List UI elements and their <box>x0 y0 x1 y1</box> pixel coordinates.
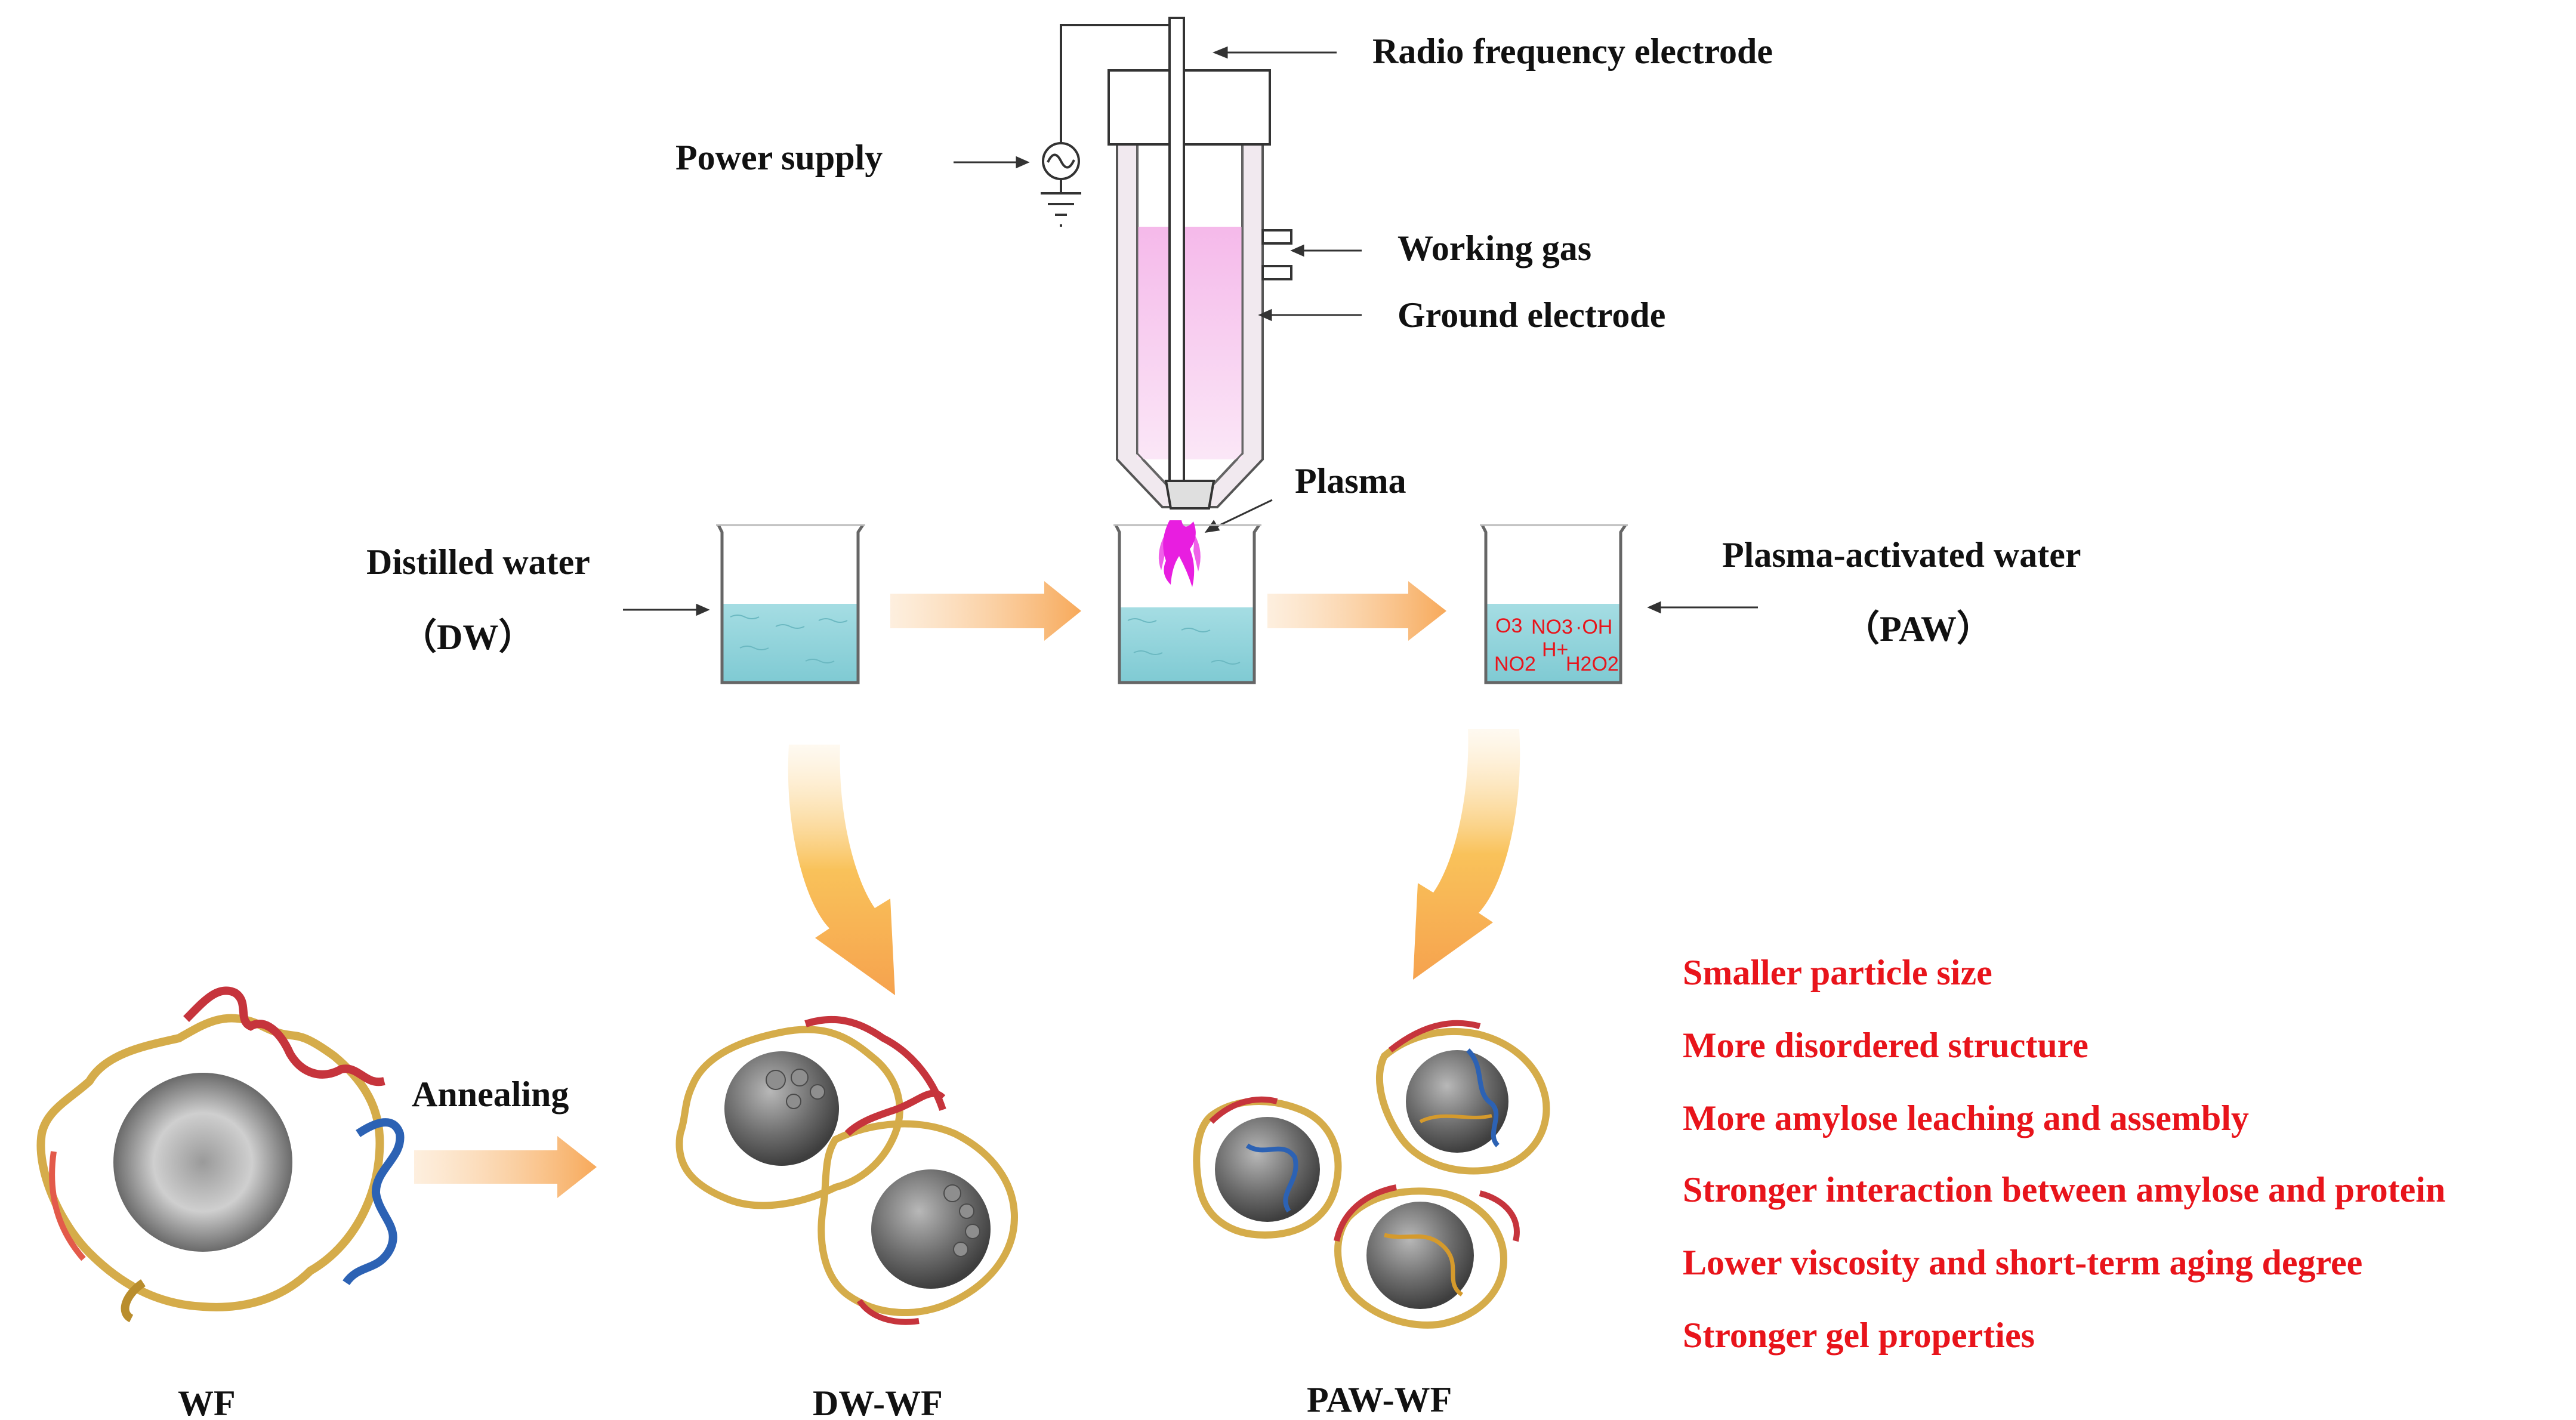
apparatus-labels: Radio frequency electrode Power supply W… <box>675 32 1773 501</box>
gas-inlet <box>1261 229 1292 280</box>
result-item: Lower viscosity and short-term aging deg… <box>1683 1243 2362 1282</box>
starch-granule <box>113 1073 292 1252</box>
species-no2: NO2 <box>1494 653 1536 675</box>
power-supply-label: Power supply <box>675 138 883 177</box>
arrow-dw-to-plasma <box>890 581 1081 641</box>
starch-granule <box>871 1169 991 1289</box>
nozzle <box>1164 480 1215 510</box>
distilled-water-label: Distilled water <box>366 542 590 582</box>
result-item: Smaller particle size <box>1683 953 1992 992</box>
ground-electrode-label: Ground electrode <box>1397 295 1665 335</box>
beaker-distilled-water <box>716 524 865 684</box>
paw-wf-particles <box>1193 1020 1550 1329</box>
wf-particle <box>36 986 405 1323</box>
rf-electrode-rod <box>1168 17 1185 484</box>
process-arrows <box>414 581 1520 1198</box>
dw-abbr-label: （DW） <box>401 617 534 657</box>
sample-labels: Annealing WF DW-WF PAW-WF <box>178 1075 1452 1420</box>
beaker-paw: O3 NO3 ·OH H+ NO2 H2O2 <box>1480 524 1628 684</box>
arrow-paw-down <box>1413 729 1520 980</box>
annealing-label: Annealing <box>412 1075 569 1114</box>
rf-electrode-label: Radio frequency electrode <box>1372 32 1773 71</box>
result-item: More disordered structure <box>1683 1026 2088 1065</box>
species-h2o2: H2O2 <box>1566 653 1619 675</box>
dw-wf-particles <box>675 1015 1019 1325</box>
arrow-plasma-to-paw <box>1267 581 1446 641</box>
species-no3: NO3 <box>1531 616 1573 638</box>
plasma-label: Plasma <box>1295 461 1406 501</box>
pointer-lines <box>623 46 1758 616</box>
plasma-plume <box>1158 520 1201 587</box>
species-o3: O3 <box>1495 615 1522 637</box>
plasma-jet-apparatus <box>1041 17 1292 510</box>
paw-wf-label: PAW-WF <box>1307 1380 1452 1419</box>
power-source-icon <box>1042 142 1080 180</box>
paw-abbr-label: （PAW） <box>1844 609 1992 649</box>
result-item: Stronger interaction between amylose and… <box>1683 1170 2445 1209</box>
species-h: H+ <box>1542 638 1568 661</box>
arrow-annealing <box>414 1136 597 1198</box>
ground-icon <box>1041 192 1081 227</box>
tube-glow <box>1137 227 1242 459</box>
beaker-plasma-treatment <box>1113 520 1261 684</box>
starch-granule <box>724 1051 839 1166</box>
species-oh: ·OH <box>1575 616 1612 638</box>
electrode-cap <box>1107 69 1271 146</box>
dw-wf-label: DW-WF <box>813 1384 943 1420</box>
result-item: Stronger gel properties <box>1683 1316 2035 1355</box>
water-labels: Distilled water （DW） Plasma-activated wa… <box>366 535 2081 657</box>
starch-granule <box>1366 1202 1474 1309</box>
wf-label: WF <box>178 1384 236 1420</box>
starch-granule <box>1406 1050 1508 1153</box>
paw-label: Plasma-activated water <box>1722 535 2081 575</box>
arrow-dw-down <box>788 745 895 995</box>
starch-granule <box>1215 1117 1320 1222</box>
results-list: Smaller particle size More disordered st… <box>1683 953 2445 1355</box>
result-item: More amylose leaching and assembly <box>1683 1098 2249 1138</box>
working-gas-label: Working gas <box>1397 229 1591 268</box>
